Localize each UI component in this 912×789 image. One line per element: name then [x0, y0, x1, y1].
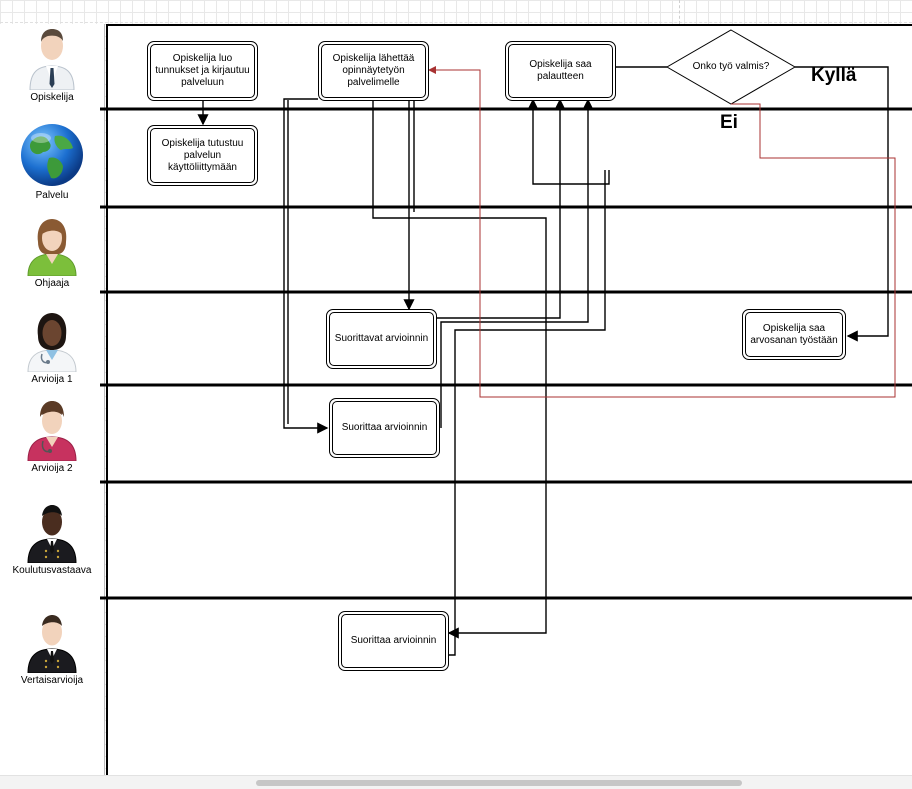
node-text: Opiskelija lähettää opinnäytetyön palvel… [332, 53, 415, 88]
node-grade[interactable]: Opiskelija saa arvosanan työstään [742, 309, 846, 360]
actor-label: Palvelu [35, 190, 69, 201]
actor-koulutusvastaava[interactable]: Koulutusvastaava [0, 499, 104, 576]
student-man-icon [29, 29, 75, 90]
node-text: Opiskelija saa arvosanan työstään [750, 322, 838, 346]
connector [437, 98, 566, 319]
actor-label: Vertaisarvioija [20, 675, 84, 686]
actor-label: Arvioija 1 [31, 374, 73, 385]
actor-arvioija-2[interactable]: Arvioija 2 [0, 397, 104, 474]
connector [372, 100, 547, 639]
no-loop-connector [428, 66, 896, 398]
no-label: Ei [720, 112, 738, 133]
actor-label: Ohjaaja [34, 278, 70, 289]
node-explore-ui[interactable]: Opiskelija tutustuu palvelun käyttöliitt… [147, 125, 258, 186]
officer-man-icon [27, 505, 77, 563]
node-text: Suorittavat arvioinnin [334, 333, 429, 344]
node-assess-1[interactable]: Suorittavat arvioinnin [326, 309, 437, 369]
connector [440, 98, 594, 428]
node-assess-3[interactable]: Suorittaa arvioinnin [338, 611, 449, 671]
scrollbar-thumb[interactable] [256, 780, 742, 786]
actor-label: Opiskelija [30, 92, 74, 103]
actor-label: Koulutusvastaava [12, 565, 92, 576]
actor-arvioija-1[interactable]: Arvioija 1 [0, 310, 104, 385]
actor-vertaisarvioija[interactable]: Vertaisarvioija [0, 609, 104, 686]
node-text: Opiskelija luo tunnukset ja kirjautuu pa… [155, 53, 250, 88]
node-text: Opiskelija tutustuu palvelun käyttöliitt… [161, 137, 244, 173]
lane-separators [100, 107, 912, 600]
node-get-feedback[interactable]: Opiskelija saa palautteen [505, 41, 616, 101]
node-text: Suorittaa arvioinnin [341, 422, 428, 433]
node-text: Suorittaa arvioinnin [350, 635, 437, 646]
woman-green-icon [27, 219, 77, 276]
node-send-thesis[interactable]: Opiskelija lähettää opinnäytetyön palvel… [318, 41, 429, 101]
yes-label: Kyllä [811, 65, 857, 86]
connector [449, 170, 606, 656]
actor-opiskelija[interactable]: Opiskelija [0, 24, 104, 103]
page-break-vertical [679, 0, 680, 24]
node-create-account[interactable]: Opiskelija luo tunnukset ja kirjautuu pa… [147, 41, 258, 101]
decision-text: Onko työ valmis? [692, 61, 770, 72]
page-break-horizontal [0, 22, 912, 23]
node-text: Opiskelija saa palautteen [529, 59, 592, 82]
actor-ohjaaja[interactable]: Ohjaaja [0, 216, 104, 289]
actor-label: Arvioija 2 [31, 463, 73, 474]
connector [283, 98, 329, 434]
doctor-woman-pink-icon [27, 401, 77, 461]
connector [527, 98, 610, 185]
globe-icon [21, 124, 83, 186]
connector [795, 66, 889, 342]
horizontal-scrollbar[interactable] [0, 775, 912, 789]
actor-palvelu[interactable]: Palvelu [0, 122, 104, 201]
officer-man-icon [27, 615, 77, 673]
doctor-woman-icon [27, 313, 77, 372]
node-assess-2[interactable]: Suorittaa arvioinnin [329, 398, 440, 458]
